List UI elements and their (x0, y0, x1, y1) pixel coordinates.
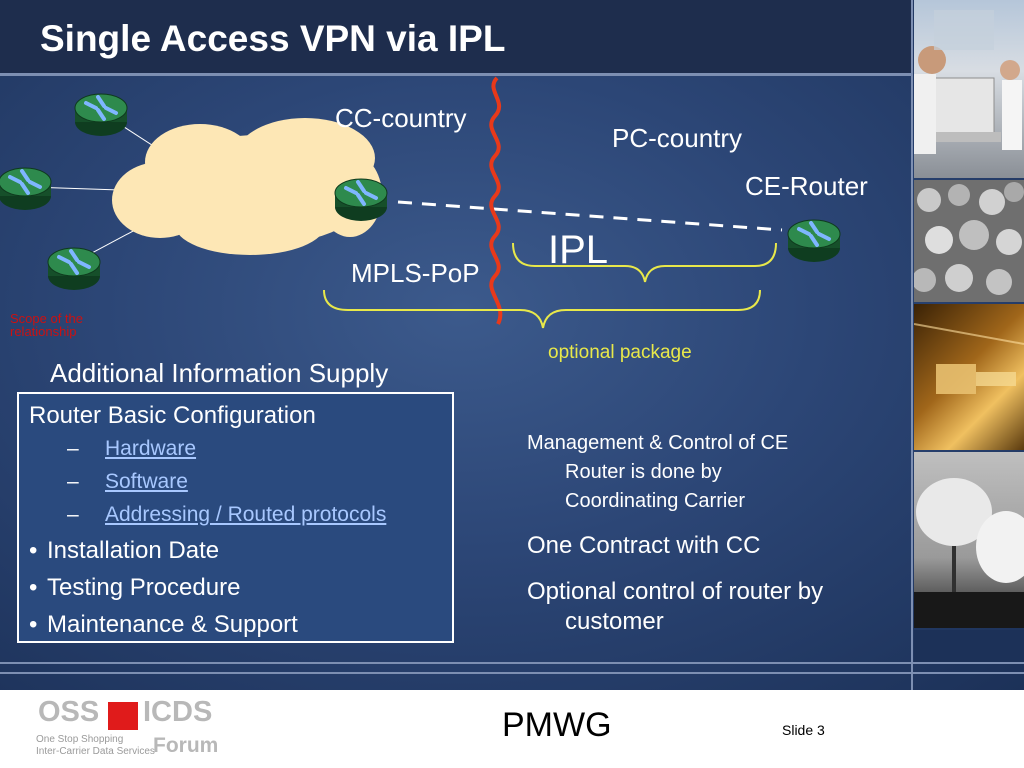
logo-forum: Forum (153, 734, 219, 757)
photo-people-laptop (914, 0, 1024, 178)
cloud-shape (112, 118, 382, 255)
bullet-maintenance-support: • Maintenance & Support (29, 611, 298, 639)
mpls-pop-label: MPLS-PoP (351, 258, 480, 288)
optional-package-label: optional package (548, 342, 692, 363)
sub-item-hardware: – Hardware (67, 437, 196, 461)
hardware-link[interactable]: Hardware (105, 437, 197, 460)
info-heading: Additional Information Supply (50, 358, 389, 388)
software-link[interactable]: Software (105, 470, 188, 493)
optional-control-line-2: customer (565, 608, 664, 635)
router-icon (333, 177, 389, 223)
oss-icds-forum-logo: OSS ICDS One Stop Shopping Inter-Carrier… (36, 696, 236, 760)
sub-item-addressing: – Addressing / Routed protocols (67, 503, 386, 527)
slide-canvas: Single Access VPN via IPL (0, 0, 1024, 690)
bullet-text: Installation Date (47, 537, 220, 564)
pc-country-label: PC-country (612, 123, 743, 153)
photo-network-cable (914, 304, 1024, 450)
photo-satellite-dishes (914, 452, 1024, 628)
router-icon (786, 218, 842, 264)
logo-red-square (108, 702, 138, 730)
bullet-marker: • (29, 611, 38, 638)
photo-strip-end (914, 630, 1024, 662)
contract-line: One Contract with CC (527, 532, 761, 559)
dash-marker: – (67, 470, 79, 493)
footer-center-text: PMWG (502, 706, 612, 744)
photo-crowd (914, 180, 1024, 302)
vertical-divider (911, 0, 913, 690)
info-box: Router Basic Configuration – Hardware – So… (17, 392, 454, 643)
ce-router-label: CE-Router (745, 171, 868, 201)
management-line-3: Coordinating Carrier (565, 490, 746, 512)
bullet-testing-procedure: • Testing Procedure (29, 574, 240, 602)
optional-control-line-1: Optional control of router by (527, 578, 824, 605)
horizontal-divider-bottom (0, 672, 1024, 674)
logo-oss: OSS (38, 696, 100, 728)
bullet-installation-date: • Installation Date (29, 537, 219, 565)
box-title: Router Basic Configuration (29, 402, 316, 429)
ipl-dashed-link (397, 200, 783, 232)
optional-package-brace (323, 289, 761, 329)
horizontal-divider-top (0, 662, 1024, 664)
bullet-marker: • (29, 537, 38, 564)
router-icon (0, 166, 53, 212)
sub-item-software: – Software (67, 470, 188, 494)
country-border-squiggle (489, 76, 503, 325)
bullet-text: Maintenance & Support (47, 611, 298, 638)
logo-subtitle-1: One Stop Shopping (36, 734, 124, 745)
slide-number: Slide 3 (782, 722, 825, 738)
logo-icds: ICDS (143, 696, 213, 728)
management-line-1: Management & Control of CE (527, 432, 789, 454)
dash-marker: – (67, 503, 79, 526)
bullet-text: Testing Procedure (47, 574, 241, 601)
ipl-brace (512, 242, 777, 283)
bullet-marker: • (29, 574, 38, 601)
ipl-label: IPL (548, 228, 609, 272)
router-icon (46, 246, 102, 292)
network-diagram (0, 76, 842, 329)
slide-title: Single Access VPN via IPL (40, 18, 506, 59)
cc-country-label: CC-country (335, 103, 467, 133)
title-bar: Single Access VPN via IPL (0, 0, 912, 76)
footer: OSS ICDS One Stop Shopping Inter-Carrier… (0, 690, 1024, 768)
logo-subtitle-2: Inter-Carrier Data Services (36, 746, 155, 757)
router-icon (73, 92, 129, 138)
addressing-link[interactable]: Addressing / Routed protocols (105, 503, 387, 526)
scope-label: Scope of the relationship (10, 311, 83, 339)
management-line-2: Router is done by (565, 461, 722, 483)
dash-marker: – (67, 437, 79, 460)
